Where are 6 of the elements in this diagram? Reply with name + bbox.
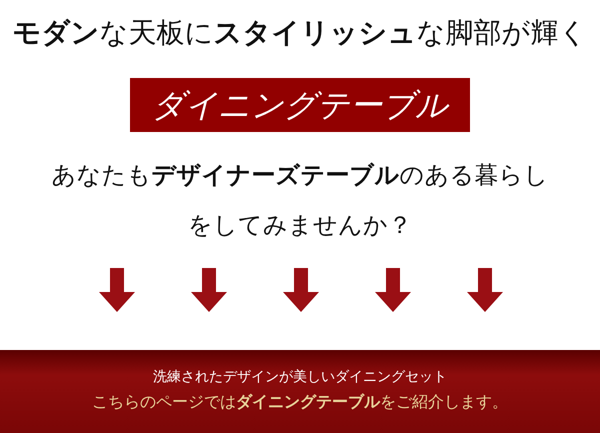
tagline-text: あなたもデザイナーズテーブルのある暮らしをしてみませんか？ [50, 159, 550, 241]
headline-text: モダンな天板にスタイリッシュな脚部が輝く [12, 15, 588, 51]
title-banner: ダイニングテーブル [130, 78, 470, 132]
subtitle-text: 洗練されたデザインが美しいダイニングセット [152, 368, 448, 386]
footer-band [0, 350, 600, 433]
intro-text: こちらのページではダイニングテーブルをご紹介します。 [91, 392, 509, 413]
